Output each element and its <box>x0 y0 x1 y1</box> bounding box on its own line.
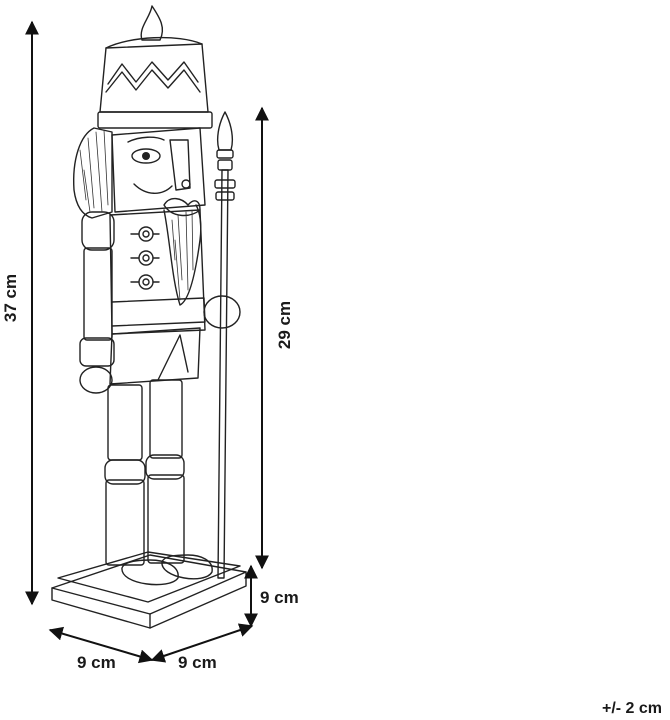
base-depth-arrow <box>48 626 154 664</box>
total-height-label: 37 cm <box>1 274 20 322</box>
hat <box>97 5 213 129</box>
base <box>51 551 247 629</box>
jacket-buttons <box>130 226 160 290</box>
base-height-label: 9 cm <box>260 588 299 607</box>
right-hand <box>203 295 241 329</box>
base-width-label: 9 cm <box>178 653 217 672</box>
boots <box>121 554 213 586</box>
dimension-lines <box>25 20 269 664</box>
figure-height-label: 29 cm <box>275 301 294 349</box>
tolerance-note: +/- 2 cm <box>601 700 662 717</box>
base-width-arrow <box>150 623 254 663</box>
torso <box>109 209 206 385</box>
legs <box>104 379 185 566</box>
left-arm <box>79 211 115 394</box>
nutcracker-illustration <box>51 5 247 629</box>
spear <box>214 111 236 579</box>
beard <box>163 197 202 306</box>
head <box>72 127 206 219</box>
base-depth-label: 9 cm <box>77 653 116 672</box>
